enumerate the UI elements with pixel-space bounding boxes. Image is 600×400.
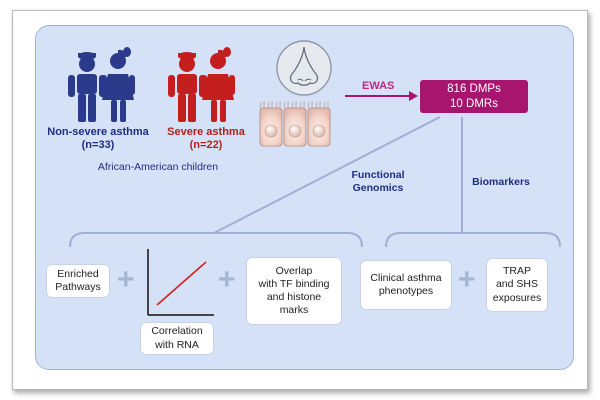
severe-name: Severe asthma xyxy=(167,126,245,138)
correlation-plot-icon xyxy=(147,249,214,316)
non-severe-name: Non-severe asthma xyxy=(47,126,149,138)
ewas-label: EWAS xyxy=(362,80,395,92)
girl-figure-icon xyxy=(101,47,135,122)
non-severe-count: (n=33) xyxy=(81,139,115,152)
boy-figure-icon xyxy=(68,52,106,122)
plus-icon: + xyxy=(218,263,236,296)
epithelial-cells-icon xyxy=(259,101,331,147)
dmr-count: 10 DMRs xyxy=(450,97,498,110)
severe-count: (n=22) xyxy=(189,139,223,152)
ewas-arrow xyxy=(345,91,418,101)
dmp-dmr-result-box: 816 DMPs 10 DMRs xyxy=(420,80,528,113)
functional-genomics-label: Functional Genomics xyxy=(351,169,405,194)
nose-icon xyxy=(276,40,332,96)
boy-figure-icon xyxy=(168,52,206,122)
correlation-with-rna-box: Correlation with RNA xyxy=(140,322,214,355)
severe-cohort-label: Severe asthma (n=22) xyxy=(158,126,254,153)
plus-icon: + xyxy=(117,263,135,296)
clinical-phenotypes-box: Clinical asthma phenotypes xyxy=(360,260,452,310)
enriched-pathways-box: Enriched Pathways xyxy=(46,264,110,298)
girl-figure-icon xyxy=(201,47,235,122)
overlap-tf-binding-box: Overlap with TF binding and histone mark… xyxy=(246,257,342,325)
biomarkers-label: Biomarkers xyxy=(472,176,530,188)
plus-icon: + xyxy=(458,263,476,296)
branch-connectors xyxy=(69,116,561,248)
dmp-count: 816 DMPs xyxy=(447,83,501,96)
population-label: African-American children xyxy=(97,161,219,173)
non-severe-cohort-label: Non-severe asthma (n=33) xyxy=(40,126,156,153)
trap-shs-exposures-box: TRAP and SHS exposures xyxy=(486,258,548,312)
